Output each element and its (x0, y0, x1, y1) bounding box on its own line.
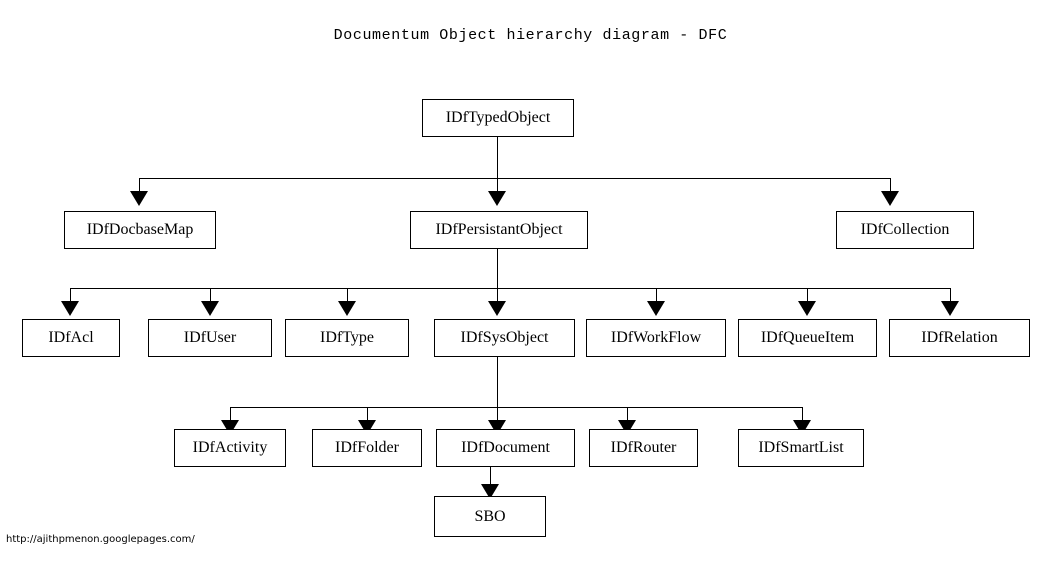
node-label: IDfRouter (610, 439, 677, 456)
node-label: IDfQueueItem (760, 329, 855, 346)
node-label: IDfActivity (192, 439, 268, 456)
node-label: IDfType (320, 329, 374, 346)
node-label: IDfTypedObject (445, 109, 551, 126)
edge-stem-persistantobject (497, 249, 498, 288)
node-label: SBO (474, 507, 506, 525)
node-idftypedobject[interactable]: IDfTypedObject (422, 99, 574, 137)
node-idfuser[interactable]: IDfUser (148, 319, 272, 357)
node-label: IDfAcl (48, 329, 94, 346)
arrow-acl (61, 301, 79, 316)
edge-drop-workflow (656, 288, 657, 302)
node-idfacl[interactable]: IDfAcl (22, 319, 120, 357)
edge-drop-type (347, 288, 348, 302)
node-idfrelation[interactable]: IDfRelation (889, 319, 1030, 357)
arrow-relation (941, 301, 959, 316)
edge-drop-folder (367, 407, 368, 421)
edge-bus-level3 (70, 288, 951, 289)
edge-drop-smartlist (802, 407, 803, 421)
edge-drop-activity (230, 407, 231, 421)
edge-bus-level2 (139, 178, 891, 179)
node-idfactivity[interactable]: IDfActivity (174, 429, 286, 467)
arrow-docbasemap (130, 191, 148, 206)
node-label: IDfFolder (335, 439, 399, 456)
node-label: IDfUser (183, 329, 237, 346)
node-idfworkflow[interactable]: IDfWorkFlow (586, 319, 726, 357)
edge-drop-docbasemap (139, 178, 140, 192)
edge-drop-relation (950, 288, 951, 302)
node-idfsysobject[interactable]: IDfSysObject (434, 319, 575, 357)
arrow-workflow (647, 301, 665, 316)
node-label: IDfSysObject (460, 329, 549, 346)
node-idfqueueitem[interactable]: IDfQueueItem (738, 319, 877, 357)
node-idfsmartlist[interactable]: IDfSmartList (738, 429, 864, 467)
node-idfdocument[interactable]: IDfDocument (436, 429, 575, 467)
arrow-queueitem (798, 301, 816, 316)
node-idftype[interactable]: IDfType (285, 319, 409, 357)
node-idfcollection[interactable]: IDfCollection (836, 211, 974, 249)
edge-drop-router (627, 407, 628, 421)
node-label: IDfRelation (921, 329, 998, 346)
node-idfpersistantobject[interactable]: IDfPersistantObject (410, 211, 588, 249)
edge-stem-sysobject (497, 357, 498, 407)
node-label: IDfPersistantObject (435, 221, 563, 238)
edge-drop-user (210, 288, 211, 302)
node-sbo[interactable]: SBO (434, 496, 546, 537)
edge-drop-persistantobject (497, 178, 498, 192)
node-idffolder[interactable]: IDfFolder (312, 429, 422, 467)
node-label: IDfCollection (860, 221, 950, 238)
edge-drop-acl (70, 288, 71, 302)
node-label: IDfDocbaseMap (86, 221, 194, 238)
arrow-sysobject (488, 301, 506, 316)
edge-drop-queueitem (807, 288, 808, 302)
node-idfdocbasemap[interactable]: IDfDocbaseMap (64, 211, 216, 249)
edge-stem-typedobject (497, 137, 498, 178)
node-idfrouter[interactable]: IDfRouter (589, 429, 698, 467)
edge-stem-document (490, 467, 491, 488)
node-label: IDfDocument (461, 439, 550, 456)
arrow-collection (881, 191, 899, 206)
node-label: IDfSmartList (758, 439, 844, 456)
node-label: IDfWorkFlow (610, 329, 702, 346)
edge-drop-sysobject (497, 288, 498, 302)
arrow-type (338, 301, 356, 316)
edge-drop-document (497, 407, 498, 421)
arrow-persistantobject (488, 191, 506, 206)
page-title: Documentum Object hierarchy diagram - DF… (333, 27, 728, 44)
arrow-sbo (481, 484, 499, 499)
edge-bus-level4 (230, 407, 803, 408)
watermark-url: http://ajithpmenon.googlepages.com/ (6, 534, 195, 545)
arrow-user (201, 301, 219, 316)
edge-drop-collection (890, 178, 891, 192)
